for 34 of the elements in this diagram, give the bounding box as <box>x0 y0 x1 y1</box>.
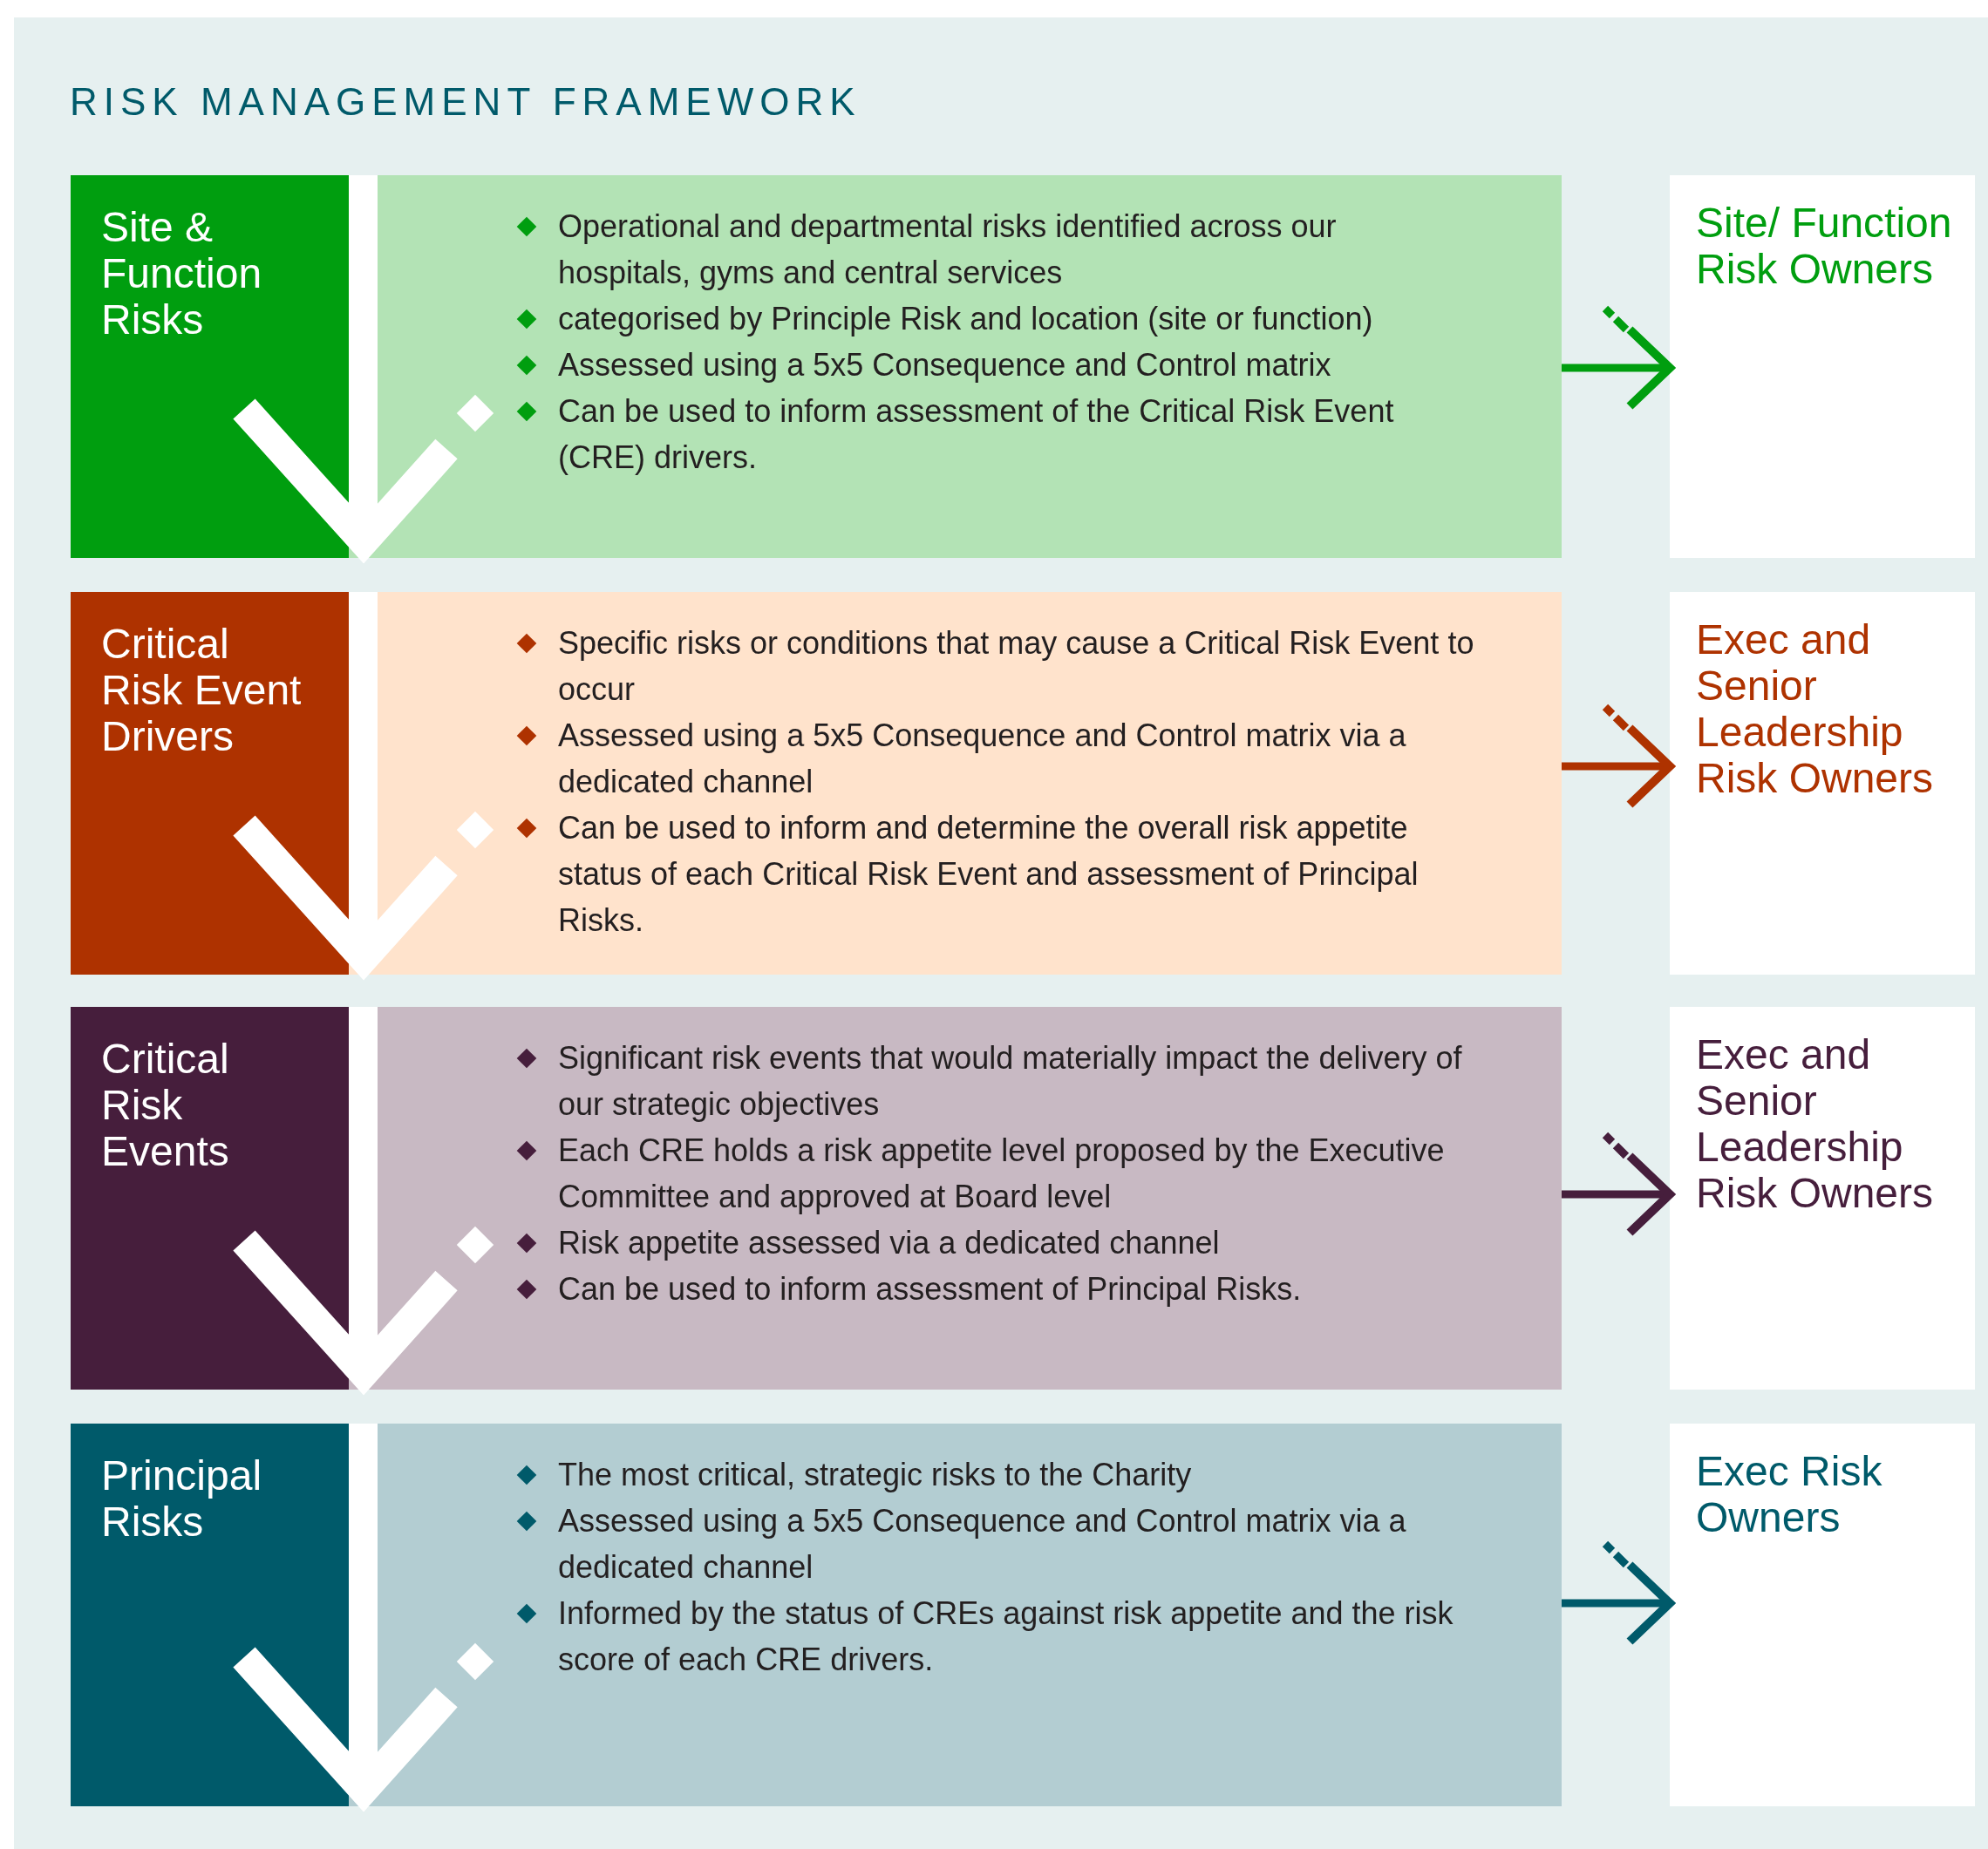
category-label: Site & Function Risks <box>101 204 263 343</box>
description-panel <box>71 592 1562 975</box>
category-box <box>71 175 349 558</box>
category-box <box>71 592 349 975</box>
category-box <box>71 1007 349 1390</box>
owner-label: Exec and Senior Leadership Risk Owners <box>1696 616 1935 801</box>
owner-label: Site/ Function Risk Owners <box>1696 200 1953 292</box>
bullet-item: Informed by the status of CREs against risk appetite and the risk score of each CRE drivers. <box>558 1590 1474 1682</box>
bullet-item: Assessed using a 5x5 Consequence and Control matrix <box>558 342 1474 388</box>
category-label: Critical Risk Events <box>101 1036 230 1174</box>
bullet-item: Assessed using a 5x5 Consequence and Control matrix via a dedicated channel <box>558 712 1474 805</box>
owner-label: Exec and Senior Leadership Risk Owners <box>1696 1031 1935 1216</box>
bullet-item: The most critical, strategic risks to the Charity <box>558 1451 1474 1498</box>
bullet-item: Risk appetite assessed via a dedicated channel <box>558 1220 1474 1266</box>
bullet-item: Each CRE holds a risk appetite level proposed by the Executive Committee and approved at Board level <box>558 1127 1474 1220</box>
category-label: Critical Risk Event Drivers <box>101 621 303 759</box>
category-box <box>71 1424 349 1806</box>
bullet-item: Can be used to inform assessment of Principal Risks. <box>558 1266 1474 1312</box>
diagram-title: RISK MANAGEMENT FRAMEWORK <box>70 80 861 124</box>
bullet-item: categorised by Principle Risk and location (site or function) <box>558 296 1474 342</box>
bullet-item: Significant risk events that would materially impact the delivery of our strategic objectives <box>558 1035 1474 1127</box>
bullet-item: Specific risks or conditions that may cause a Critical Risk Event to occur <box>558 620 1474 712</box>
owner-label: Exec Risk Owners <box>1696 1448 1883 1540</box>
owner-box <box>1670 1424 1975 1806</box>
description-panel <box>71 1007 1562 1390</box>
bullet-item: Assessed using a 5x5 Consequence and Control matrix via a dedicated channel <box>558 1498 1474 1590</box>
owner-box <box>1670 592 1975 975</box>
description-panel <box>71 175 1562 558</box>
bullet-item: Can be used to inform and determine the overall risk appetite status of each Critical Risk Event and assessment of Principal Risks. <box>558 805 1474 943</box>
description-panel <box>71 1424 1562 1806</box>
owner-box <box>1670 1007 1975 1390</box>
owner-box <box>1670 175 1975 558</box>
bullet-item: Can be used to inform assessment of the Critical Risk Event (CRE) drivers. <box>558 388 1474 480</box>
category-label: Principal Risks <box>101 1452 263 1545</box>
